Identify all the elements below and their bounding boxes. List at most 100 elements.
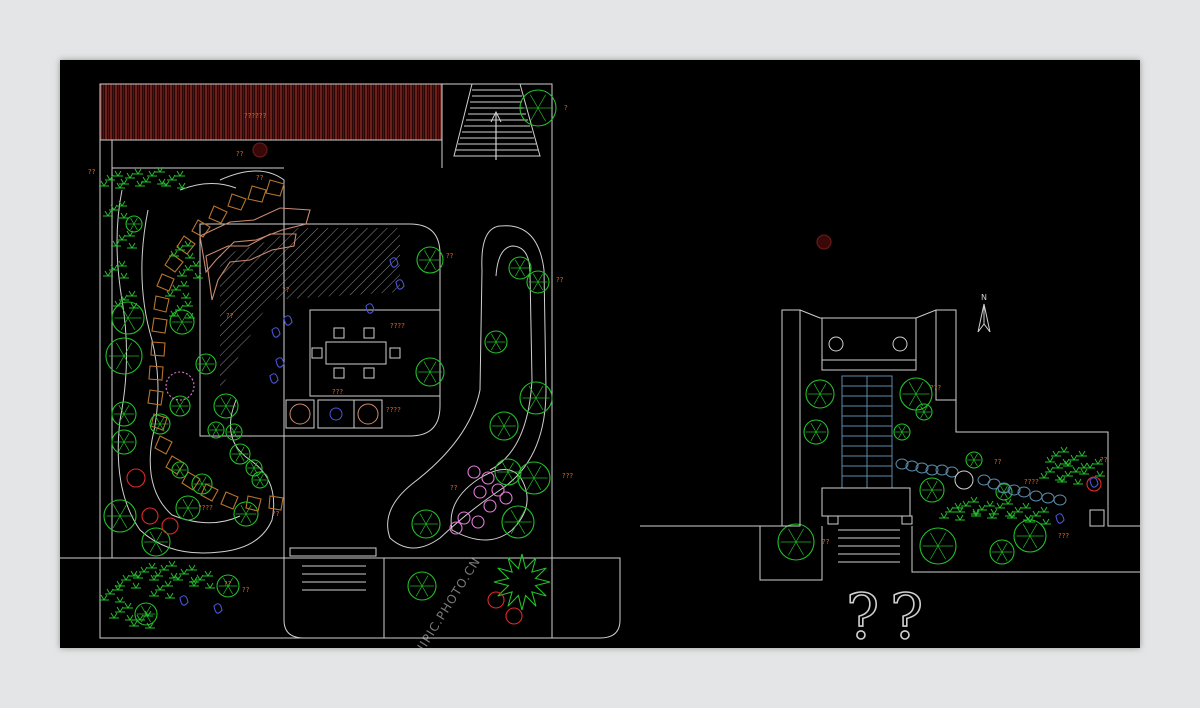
bamboo-leaf [181,292,191,299]
tree-branch [795,528,804,543]
tree-symbol [803,419,829,445]
tree-symbol [111,301,145,335]
tree-branch [815,422,822,433]
label-r-bamboo: ?? [1100,456,1108,464]
tree-symbol [169,395,191,417]
north-label: N [981,293,987,302]
tree-branch [179,398,185,407]
tree-branch [225,396,232,407]
tree-branch [424,250,431,261]
north-arrow [977,303,991,333]
tree-branch [429,371,437,383]
bamboo-leaf [179,280,189,287]
tree-branch [788,541,797,556]
bamboo-leaf [945,506,955,513]
tree-symbol [233,501,259,527]
tree-branch [920,405,925,413]
bamboo-leaf [109,204,119,211]
bamboo-leaf [1031,510,1041,517]
label-bottom-right: ?? [242,586,250,594]
bamboo-leaf [105,174,115,181]
bamboo-leaf [177,182,187,189]
tree-branch [810,422,817,433]
tree-branch [123,404,130,415]
dining-table [311,327,401,379]
bamboo-leaf [175,304,185,311]
tree-symbol [508,256,532,280]
tree-branch [205,356,211,365]
tree-symbol [105,337,143,375]
tree-symbol [919,477,945,503]
pebble-border [895,458,1067,506]
tree-branch [415,585,423,597]
tree-branch [256,473,261,481]
bamboo-leaf [1007,512,1017,519]
stairs-top [453,83,541,160]
tree-branch [116,342,125,357]
tree-branch [212,429,217,437]
tree-symbol [216,574,240,598]
label-r-stones: ?? [994,458,1002,466]
tree-branch [123,441,130,452]
tree-symbol [484,330,508,354]
tree-branch [419,523,427,535]
tree-branch [118,404,125,415]
tree-branch [901,425,906,433]
tree-symbol [415,357,445,387]
tree-branch [155,541,163,553]
bamboo-leaf [169,310,179,317]
tree-branch [225,405,232,416]
tree-branch [250,467,255,475]
tree-branch [930,545,939,560]
tree-symbol [225,423,243,441]
tree-branch [973,459,978,467]
tree-branch [145,605,151,615]
tree-branch [201,483,207,492]
bamboo-leaf [1071,466,1081,473]
tree-branch [130,217,135,225]
bamboo-leaf [1069,454,1079,461]
tree-branch [182,507,189,518]
tree-branch [182,498,189,509]
tree-branch [930,532,939,547]
bamboo-leaf [977,504,987,511]
bamboo-leaf [1039,506,1049,513]
tree-branch [181,321,188,332]
tree-branch [223,577,229,587]
tree-branch [533,466,542,479]
tree-branch [915,382,924,395]
tree-branch [503,415,511,427]
tree-branch [537,281,543,291]
tree-branch [497,415,505,427]
bamboo-leaf [157,178,167,185]
bamboo-leaf [985,500,995,507]
tree-branch [212,423,217,431]
tree-branch [201,356,207,365]
bamboo-leaf [133,572,143,579]
bamboo-leaf [153,570,163,577]
right-plan [640,303,1140,581]
bamboo-leaf [191,260,201,267]
bamboo-leaf [165,592,175,599]
tree-branch [235,453,241,462]
bamboo-leaf [115,596,125,603]
tree-symbol [777,523,815,561]
tree-branch [537,94,546,109]
tree-branch [197,476,203,485]
tree-branch [133,223,138,231]
tree-branch [421,585,429,597]
tree-branch [119,504,128,517]
central-plaza [199,223,441,437]
bamboo-leaf [1051,450,1061,457]
tree-branch [429,250,436,261]
tree-branch [187,498,194,509]
tree-symbol [494,458,522,486]
label-bottom-left: ?? [224,580,232,588]
bamboo-leaf [1045,466,1055,473]
bamboo-leaf [149,590,159,597]
tree-branch [175,405,181,414]
tree-branch [510,521,519,534]
tree-symbol [171,461,189,479]
label-paving-top: ?? [256,174,264,182]
